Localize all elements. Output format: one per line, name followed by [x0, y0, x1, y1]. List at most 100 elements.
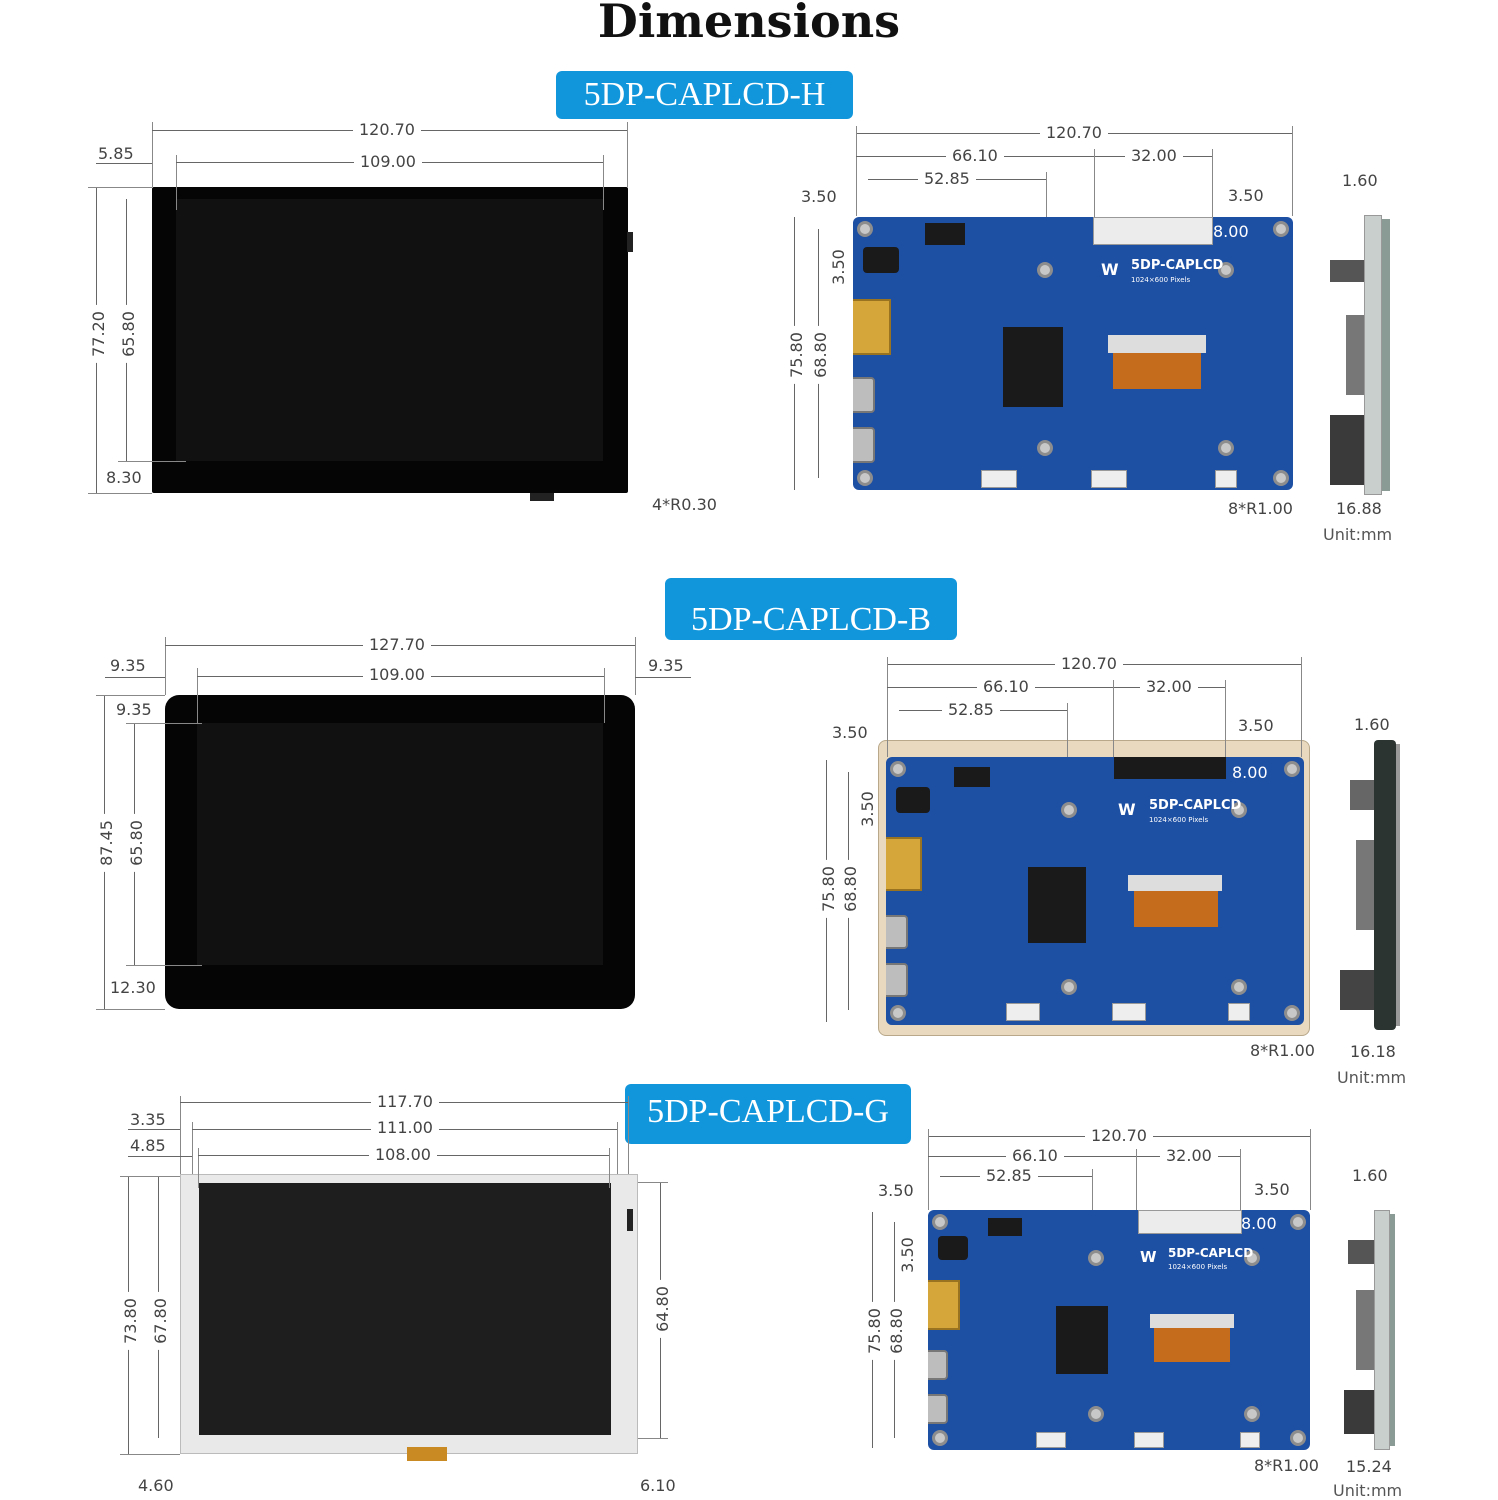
usb-c-port-b-touch	[886, 915, 908, 949]
dim-board-w3-b: 52.85	[942, 701, 1000, 719]
model-tag-b: 5DP-CAPLCD-B	[665, 578, 957, 640]
dim-board-w3-h: 52.85	[918, 170, 976, 188]
dim-board-top-gap-h: 8.00	[1213, 222, 1249, 241]
dim-side-pcb-h: 1.60	[1342, 171, 1378, 190]
dim-front-top-offset-b: 9.35	[116, 700, 152, 719]
model-tag-h: 5DP-CAPLCD-H	[556, 71, 853, 119]
dim-board-hole-span-h: 68.80	[811, 326, 830, 384]
dim-board-corner-b: 8*R1.00	[1250, 1041, 1315, 1060]
dim-board-corner-g: 8*R1.00	[1254, 1456, 1319, 1475]
dim-board-hole-left-b: 3.50	[832, 723, 868, 742]
board-label-g: 5DP-CAPLCD	[1168, 1246, 1254, 1260]
page-title: Dimensions	[597, 0, 901, 48]
dim-side-depth-b: 16.18	[1350, 1042, 1396, 1061]
dim-board-height-g: 75.80	[865, 1302, 884, 1360]
dim-side-depth-h: 16.88	[1336, 499, 1382, 518]
dim-front-width-b: 127.70	[363, 636, 431, 654]
dim-board-w1-h: 66.10	[946, 147, 1004, 165]
waveshare-logo-h-icon: W	[1101, 260, 1119, 279]
dim-front-bottom-right-g: 6.10	[640, 1476, 676, 1495]
dim-front-left-offset-b: 9.35	[110, 656, 146, 675]
pcb-board-b: 5DP-CAPLCD 1024×600 Pixels W	[886, 757, 1304, 1025]
active-area-g	[199, 1183, 611, 1435]
dim-front-height-b: 87.45	[97, 814, 116, 872]
hdmi-port-g	[928, 1280, 960, 1330]
front-view-screen-b	[165, 695, 635, 1009]
dim-side-depth-g: 15.24	[1346, 1457, 1392, 1476]
dim-front-bottom-left-g: 4.60	[138, 1476, 174, 1495]
dim-board-w2-b: 32.00	[1140, 678, 1198, 696]
dim-board-top-gap-g: 8.00	[1241, 1214, 1277, 1233]
board-label-b: 5DP-CAPLCD	[1149, 798, 1242, 813]
side-view-g	[1340, 1210, 1396, 1450]
model-tag-g: 5DP-CAPLCD-G	[625, 1084, 911, 1144]
dim-front-active-height-b: 65.80	[127, 814, 146, 872]
hdmi-port-b	[886, 837, 922, 891]
waveshare-logo-b-icon: W	[1118, 800, 1136, 819]
dim-front-active-width-g: 108.00	[369, 1146, 437, 1164]
board-label-h: 5DP-CAPLCD	[1131, 258, 1224, 273]
dim-front-bottom-offset-b: 12.30	[110, 978, 156, 997]
dim-front-w2-g: 111.00	[371, 1119, 439, 1137]
unit-label-h: Unit:mm	[1323, 525, 1393, 544]
bottom-port-h	[530, 493, 554, 501]
waveshare-logo-g-icon: W	[1140, 1248, 1157, 1266]
usb-c-port-g-touch	[928, 1350, 948, 1380]
side-view-h	[1330, 215, 1392, 495]
dim-front-active-width-b: 109.00	[363, 666, 431, 684]
dim-front-active-height-h: 65.80	[119, 305, 138, 363]
dim-board-hole-span-g: 68.80	[887, 1302, 906, 1360]
pcb-board-h: 5DP-CAPLCD 1024×600 Pixels W	[853, 217, 1293, 490]
dim-front-bottom-offset-h: 8.30	[106, 468, 142, 487]
dim-board-height-h: 75.80	[787, 326, 806, 384]
dim-board-hole-top-g: 3.50	[897, 1237, 917, 1273]
fpc-tail-g	[407, 1447, 447, 1461]
dim-board-hole-span-b: 68.80	[841, 860, 860, 918]
dim-board-hole-right-h: 3.50	[1228, 186, 1264, 205]
dim-board-w2-h: 32.00	[1125, 147, 1183, 165]
usb-c-port-h-touch	[853, 377, 875, 413]
dim-front-width-g: 117.70	[371, 1093, 439, 1111]
dim-board-hole-left-h: 3.50	[801, 187, 837, 206]
hdmi-port-h	[853, 299, 891, 355]
dim-front-h2-g: 67.80	[151, 1292, 170, 1350]
dim-board-w3-g: 52.85	[980, 1167, 1038, 1185]
dim-board-hole-top-b: 3.50	[857, 791, 877, 827]
usb-c-port-g-power	[928, 1394, 948, 1424]
usb-c-port-b-power	[886, 963, 908, 997]
dim-board-height-b: 75.80	[819, 860, 838, 918]
dim-board-width-h: 120.70	[1040, 124, 1108, 142]
side-button-g	[627, 1209, 633, 1231]
board-pixels-g: 1024×600 Pixels	[1168, 1263, 1228, 1271]
active-area-b	[197, 723, 603, 965]
pcb-board-g: 5DP-CAPLCD 1024×600 Pixels W	[928, 1210, 1310, 1450]
dim-front-height-g: 73.80	[121, 1292, 140, 1350]
dim-board-width-g: 120.70	[1085, 1127, 1153, 1145]
dim-front-h3-g: 64.80	[653, 1280, 672, 1338]
board-pixels-h: 1024×600 Pixels	[1131, 276, 1191, 284]
dim-front-off1-g: 3.35	[130, 1110, 166, 1129]
dim-board-width-b: 120.70	[1055, 655, 1123, 673]
unit-label-g: Unit:mm	[1333, 1481, 1403, 1500]
dim-board-corner-h: 8*R1.00	[1228, 499, 1293, 518]
active-area-h	[176, 199, 603, 461]
dim-board-hole-top-h: 3.50	[828, 249, 848, 285]
dim-side-pcb-g: 1.60	[1352, 1166, 1388, 1185]
dim-board-hole-left-g: 3.50	[878, 1181, 914, 1200]
dim-side-pcb-b: 1.60	[1354, 715, 1390, 734]
dim-front-left-offset-h: 5.85	[98, 144, 134, 163]
dim-front-right-offset-b: 9.35	[648, 656, 684, 675]
dim-front-height-h: 77.20	[89, 305, 108, 363]
dim-board-w2-g: 32.00	[1160, 1147, 1218, 1165]
dim-front-width-h: 120.70	[353, 121, 421, 139]
dim-board-w1-b: 66.10	[977, 678, 1035, 696]
unit-label-b: Unit:mm	[1337, 1068, 1407, 1087]
front-view-frame-g	[180, 1174, 638, 1461]
dim-board-hole-right-b: 3.50	[1238, 716, 1274, 735]
dim-board-hole-right-g: 3.50	[1254, 1180, 1290, 1199]
dim-front-corner-h: 4*R0.30	[652, 495, 717, 514]
dim-board-w1-g: 66.10	[1006, 1147, 1064, 1165]
front-view-screen-h	[152, 187, 633, 501]
board-pixels-b: 1024×600 Pixels	[1149, 816, 1209, 824]
side-button-h	[627, 232, 633, 252]
